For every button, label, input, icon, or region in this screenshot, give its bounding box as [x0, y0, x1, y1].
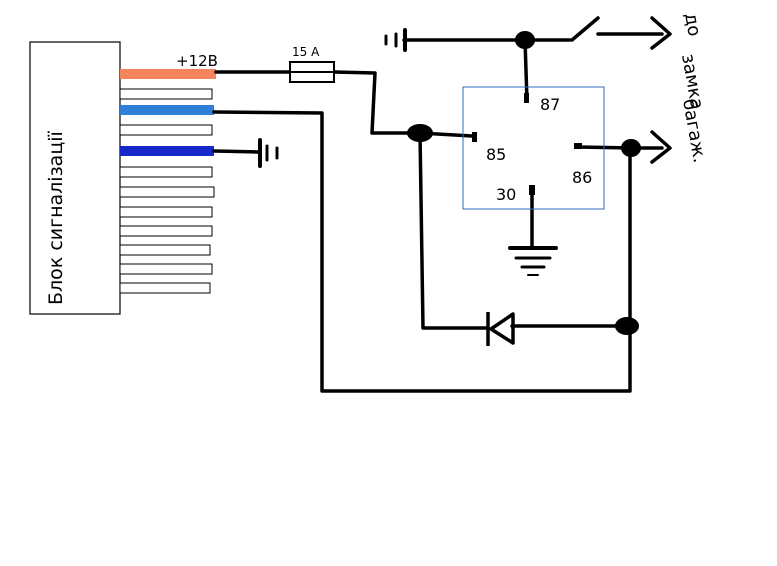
terminal [119, 244, 211, 256]
alarm-unit: Блок сигналізації [29, 41, 121, 315]
switch-lever [570, 16, 600, 42]
ground-symbol-connector [258, 138, 279, 168]
terminal [119, 166, 213, 178]
junction-86 [621, 139, 641, 157]
relay-label-87: 87 [540, 95, 560, 114]
trigger-wire [212, 110, 632, 393]
ground-symbol-relay [508, 246, 558, 276]
relay-label-86: 86 [572, 168, 592, 187]
relay-label-30: 30 [496, 185, 516, 204]
relay-pin-87 [524, 93, 529, 103]
voltage-label: +12В [176, 52, 218, 70]
junction-85 [407, 124, 433, 142]
fuse-to-relay-wire [332, 70, 474, 138]
pin86-wire [576, 145, 664, 150]
ground-symbol-top [384, 28, 407, 52]
destination-label: до замка багаж. [677, 11, 710, 164]
connector-ground-wire [212, 149, 260, 154]
wires [212, 32, 664, 393]
junction-top [515, 31, 535, 49]
relay-box [462, 86, 605, 210]
terminal [119, 124, 213, 136]
terminal-power-wire [120, 69, 216, 79]
diode [486, 312, 515, 346]
relay-pin-85 [472, 132, 477, 142]
connector-terminals [119, 69, 216, 294]
relay-pin-86 [574, 143, 582, 149]
fuse-label: 15 А [292, 45, 320, 59]
terminal [119, 225, 213, 237]
terminal-ground-wire [120, 146, 214, 156]
junction-diode [615, 317, 639, 335]
terminal [119, 263, 213, 275]
pin87-wire [523, 38, 529, 103]
junctions [407, 31, 641, 335]
diode-left-wire [418, 131, 490, 330]
destination-line1: до [680, 11, 705, 38]
arrow-pin86 [650, 130, 672, 164]
arrow-to-trunk-lock [650, 16, 672, 50]
terminal [119, 206, 213, 218]
terminal [119, 282, 211, 294]
relay-label-85: 85 [486, 145, 506, 164]
terminal-trigger-wire [120, 105, 214, 115]
terminal [119, 88, 213, 100]
alarm-unit-label: Блок сигналізації [45, 130, 67, 305]
terminal [119, 186, 215, 198]
relay-pin-30 [529, 185, 535, 195]
